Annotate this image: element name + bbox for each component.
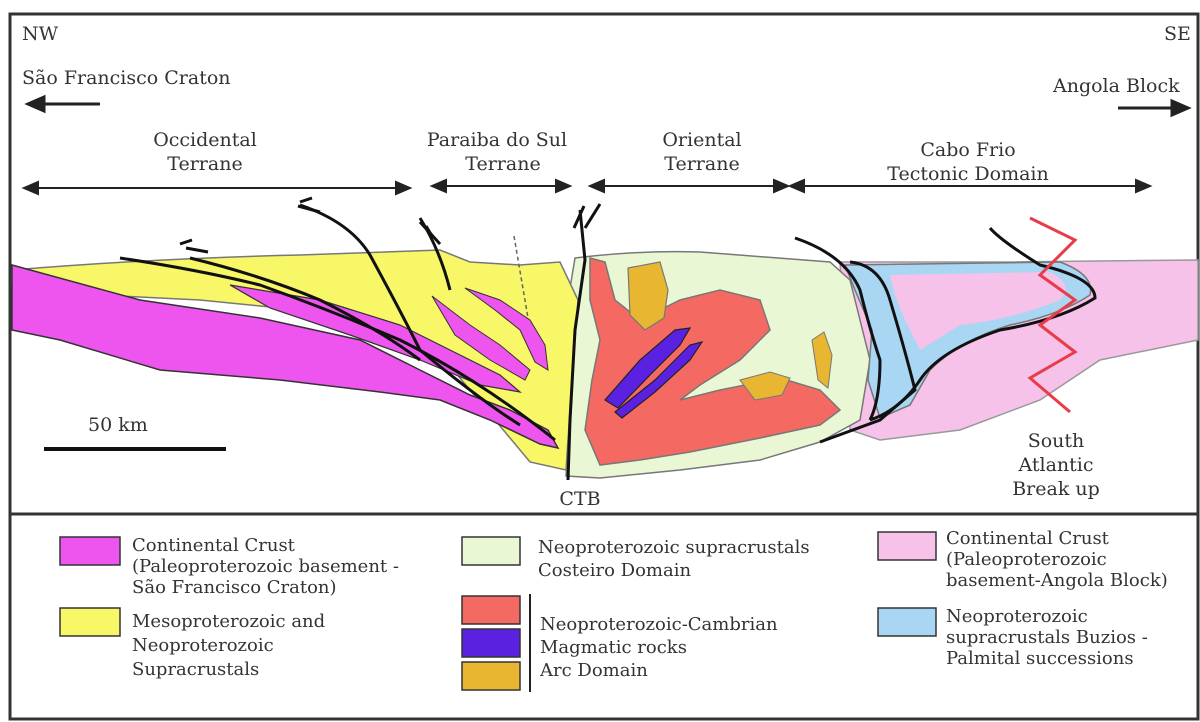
terrane-cabofrio-line1: Cabo Frio [920, 139, 1015, 161]
breakup-line1: South [1028, 430, 1085, 452]
ctb-label: CTB [559, 488, 600, 510]
legend-pink-line2: (Paleoproterozoic [946, 549, 1107, 570]
legend-magenta-line3: São Francisco Craton) [132, 577, 337, 598]
angola-label: Angola Block [1052, 75, 1180, 97]
se-label: SE [1164, 23, 1191, 45]
legend-blue-line1: Neoproterozoic [946, 606, 1088, 627]
breakup-line2: Atlantic [1017, 454, 1093, 476]
thrust-arrows [180, 198, 600, 252]
legend-swatch-light-green [462, 537, 520, 565]
terrane-paraiba-line1: Paraiba do Sul [427, 129, 567, 151]
legend-swatch-red [462, 596, 520, 624]
legend-swatch-pink [878, 532, 936, 560]
scale-bar-label: 50 km [88, 414, 148, 436]
legend-arc-line2: Magmatic rocks [540, 637, 687, 658]
sao-francisco-label: São Francisco Craton [22, 67, 231, 89]
legend-swatch-magenta [60, 537, 120, 565]
nw-label: NW [22, 23, 59, 45]
legend-yellow-line1: Mesoproterozoic and [132, 611, 325, 632]
terrane-occidental-line2: Terrane [167, 153, 242, 175]
terrane-oriental-line1: Oriental [662, 129, 741, 151]
legend-magenta-line1: Continental Crust [132, 535, 296, 556]
legend-blue-line3: Palmital successions [946, 648, 1134, 669]
terrane-occidental-line1: Occidental [153, 129, 257, 151]
west-arrow [28, 97, 100, 111]
legend-swatch-orange [462, 662, 520, 690]
legend-yellow-line2: Neoproterozoic [132, 635, 274, 656]
legend-green-line1: Neoproterozoic supracrustals [538, 537, 810, 558]
terrane-oriental-line2: Terrane [664, 153, 739, 175]
legend-swatch-yellow [60, 608, 120, 636]
breakup-line3: Break up [1012, 478, 1100, 500]
legend: Continental Crust (Paleoproterozoic base… [60, 528, 1168, 692]
east-arrow [1118, 101, 1188, 115]
terrane-cabofrio-line2: Tectonic Domain [887, 163, 1048, 185]
legend-swatch-purple [462, 629, 520, 657]
arc-domain-orange [628, 262, 668, 330]
legend-yellow-line3: Supracrustals [132, 659, 259, 680]
terrane-paraiba-line2: Terrane [465, 153, 540, 175]
legend-swatch-blue [878, 608, 936, 636]
legend-green-line2: Costeiro Domain [538, 560, 691, 581]
legend-blue-line2: supracrustals Buzios - [946, 627, 1148, 648]
legend-pink-line1: Continental Crust [946, 528, 1110, 549]
legend-arc-line1: Neoproterozoic-Cambrian [540, 614, 778, 635]
legend-magenta-line2: (Paleoproterozoic basement - [132, 556, 399, 577]
legend-arc-line3: Arc Domain [539, 660, 648, 681]
legend-pink-line3: basement-Angola Block) [946, 570, 1168, 591]
